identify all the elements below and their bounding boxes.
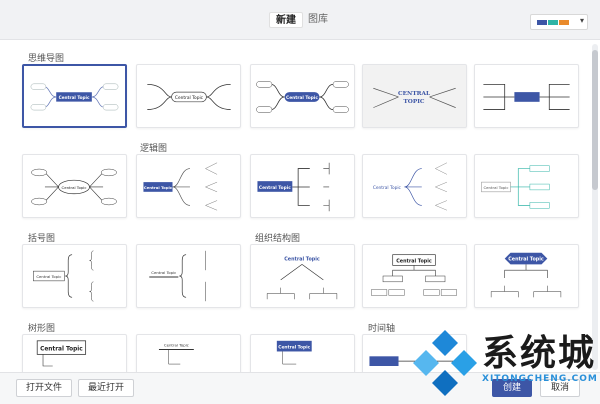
theme-picker[interactable]: ▾ — [530, 14, 588, 30]
watermark-subtext: XITONGCHENG.COM — [482, 374, 598, 384]
template-card-mindmap-1[interactable]: Central Topic — [22, 64, 127, 128]
svg-text:CENTRAL: CENTRAL — [398, 91, 430, 97]
recent-open-button[interactable]: 最近打开 — [78, 379, 134, 397]
template-card-logic-1[interactable]: Central Topic — [136, 154, 241, 218]
template-card-org-3[interactable]: Central Topic — [474, 244, 579, 308]
tab-gallery[interactable]: 图库 — [308, 14, 328, 25]
bottom-bar: 打开文件 最近打开 创建 取消 — [0, 372, 600, 404]
svg-text:Central Topic: Central Topic — [164, 343, 189, 348]
svg-text:Central Topic: Central Topic — [483, 185, 508, 190]
chevron-down-icon: ▾ — [579, 16, 584, 25]
section-label-logic: 逻辑图 — [140, 144, 168, 154]
svg-text:Central Topic: Central Topic — [508, 257, 544, 263]
svg-text:Central Topic: Central Topic — [396, 258, 432, 264]
svg-text:TOPIC: TOPIC — [403, 99, 424, 105]
create-button[interactable]: 创建 — [492, 379, 532, 397]
template-card-tree-2[interactable]: Central Topic — [136, 334, 241, 372]
cancel-button[interactable]: 取消 — [540, 379, 580, 397]
svg-text:Central Topic: Central Topic — [373, 185, 402, 191]
watermark-logo-icon — [413, 330, 477, 396]
svg-text:Central Topic: Central Topic — [40, 347, 83, 353]
vertical-scrollbar[interactable] — [592, 44, 598, 370]
svg-text:Central Topic: Central Topic — [151, 270, 176, 275]
svg-text:Central Topic: Central Topic — [62, 185, 87, 190]
template-card-mindmap-3[interactable]: Central Topic — [250, 64, 355, 128]
template-card-org-2[interactable]: Central Topic — [362, 244, 467, 308]
section-label-org: 组织结构图 — [255, 234, 301, 244]
template-card-mindmap-5[interactable] — [474, 64, 579, 128]
section-label-brace: 括号图 — [28, 234, 56, 244]
template-gallery: 思维导图 逻辑图 括号图 组织结构图 树形图 时间轴 Central Topic… — [0, 40, 588, 372]
svg-text:Central Topic: Central Topic — [175, 95, 204, 101]
svg-text:Central Topic: Central Topic — [144, 185, 173, 190]
svg-text:Central Topic: Central Topic — [59, 95, 90, 100]
top-bar: 新建 图库 ▾ — [0, 0, 600, 40]
template-card-logic-2[interactable]: Central Topic — [250, 154, 355, 218]
template-card-tree-3[interactable]: Central Topic — [250, 334, 355, 372]
template-card-mindmap-6[interactable]: Central Topic — [22, 154, 127, 218]
tab-new[interactable]: 新建 — [269, 12, 303, 28]
svg-text:Central Topic: Central Topic — [36, 274, 61, 279]
template-card-tree-1[interactable]: Central Topic — [22, 334, 127, 372]
mindmap-preview: Central Topic — [30, 83, 119, 111]
template-card-org-1[interactable]: Central Topic — [250, 244, 355, 308]
watermark: 系统城 XITONGCHENG.COM — [408, 318, 600, 404]
section-label-tree: 树形图 — [28, 324, 56, 334]
template-card-brace-2[interactable]: Central Topic — [136, 244, 241, 308]
theme-swatch-blue — [537, 20, 547, 25]
template-card-mindmap-4[interactable]: CENTRAL TOPIC — [362, 64, 467, 128]
svg-text:Central Topic: Central Topic — [259, 185, 291, 191]
scrollbar-thumb[interactable] — [592, 50, 598, 190]
svg-text:Central Topic: Central Topic — [278, 345, 310, 351]
svg-text:Central Topic: Central Topic — [286, 95, 318, 101]
section-label-mindmap: 思维导图 — [28, 54, 65, 64]
watermark-text: 系统城 — [482, 333, 597, 374]
template-card-logic-4[interactable]: Central Topic — [474, 154, 579, 218]
template-card-mindmap-2[interactable]: Central Topic — [136, 64, 241, 128]
svg-text:Central Topic: Central Topic — [284, 257, 320, 263]
theme-swatch-teal — [548, 20, 558, 25]
template-card-brace-1[interactable]: Central Topic — [22, 244, 127, 308]
template-card-logic-3[interactable]: Central Topic — [362, 154, 467, 218]
section-label-timeline: 时间轴 — [368, 324, 396, 334]
open-file-button[interactable]: 打开文件 — [16, 379, 72, 397]
theme-swatch-orange — [559, 20, 569, 25]
